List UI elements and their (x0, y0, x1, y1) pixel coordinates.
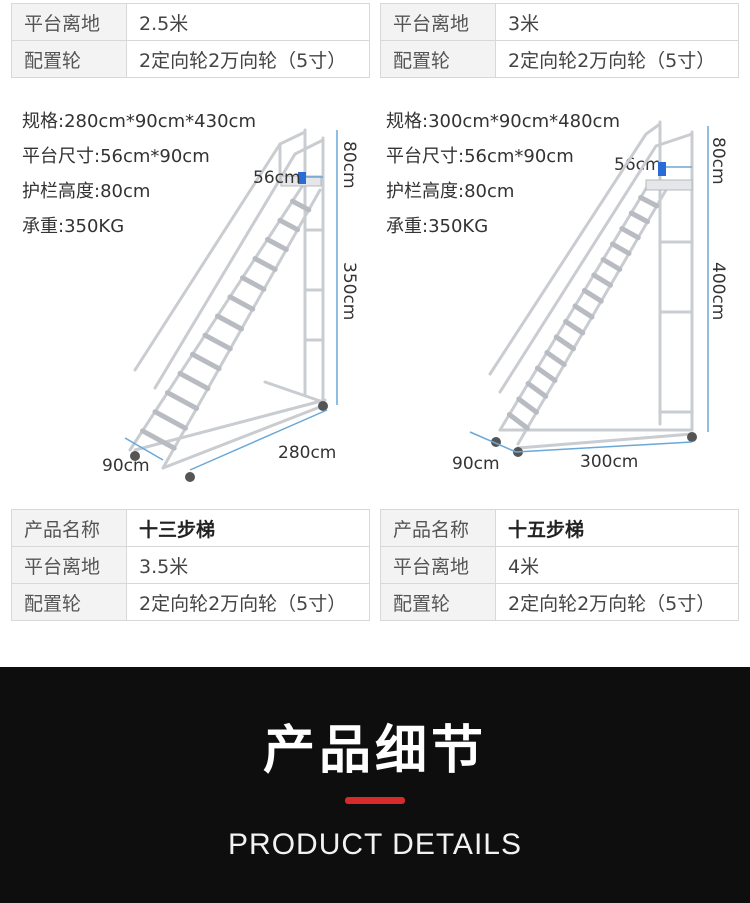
ladder-step (525, 381, 549, 399)
product-table-15-step: 产品名称 十五步梯 平台离地 4米 配置轮 2定向轮2万向轮（5寸） (380, 509, 739, 621)
table-value: 2定向轮2万向轮（5寸） (495, 583, 739, 621)
table-label: 配置轮 (380, 40, 496, 78)
table-label: 平台离地 (380, 3, 496, 41)
ladder-step (591, 272, 613, 288)
table-label: 产品名称 (11, 509, 127, 547)
table-label: 配置轮 (380, 583, 496, 621)
ladder-step (516, 396, 539, 415)
ladder-step (506, 412, 530, 431)
product-name: 十五步梯 (495, 509, 739, 547)
table-row: 产品名称 十三步梯 (11, 509, 370, 547)
ladder-step (240, 275, 267, 292)
product-name: 十三步梯 (126, 509, 370, 547)
dim-depth: 90cm (102, 456, 150, 476)
ladder-13-step-illustration (124, 128, 338, 482)
product-specs-13-step: 规格:280cm*90cm*430cm 平台尺寸:56cm*90cm 护栏高度:… (22, 104, 256, 244)
table-value: 3米 (495, 3, 739, 41)
table-row: 平台离地 4米 (380, 546, 739, 584)
spec-size: 规格:300cm*90cm*480cm (386, 111, 620, 132)
table-label: 平台离地 (11, 546, 127, 584)
dim-platform-width: 56cm (253, 168, 301, 188)
ladder-step (290, 198, 312, 213)
ladder-step (600, 257, 623, 272)
table-row: 平台离地 3.5米 (11, 546, 370, 584)
spec-load: 承重:350KG (22, 216, 125, 237)
spec-platform-size: 平台尺寸:56cm*90cm (22, 146, 210, 167)
ladder-step (252, 256, 278, 272)
table-label: 平台离地 (11, 3, 127, 41)
spec-size: 规格:280cm*90cm*430cm (22, 111, 256, 132)
top-spec-table-left: 平台离地 2.5米 配置轮 2定向轮2万向轮（5寸） (11, 3, 370, 78)
dim-rail-height: 80cm (339, 141, 359, 189)
product-table-13-step: 产品名称 十三步梯 平台离地 3.5米 配置轮 2定向轮2万向轮（5寸） (11, 509, 370, 621)
dim-height: 350cm (339, 262, 359, 320)
table-value: 4米 (495, 546, 739, 584)
spec-load: 承重:350KG (386, 216, 489, 237)
table-value: 2定向轮2万向轮（5寸） (126, 40, 370, 78)
section-banner (0, 667, 750, 903)
table-label: 配置轮 (11, 40, 127, 78)
ladder-step (581, 288, 604, 304)
table-label: 配置轮 (11, 583, 127, 621)
ladder-step (215, 313, 244, 332)
table-row: 产品名称 十五步梯 (380, 509, 739, 547)
table-value: 2定向轮2万向轮（5寸） (495, 40, 739, 78)
table-value: 2定向轮2万向轮（5寸） (126, 583, 370, 621)
ladder-step (535, 365, 558, 383)
ladder-step (553, 334, 576, 352)
ladder-step (177, 370, 211, 392)
ladder-step (165, 390, 200, 411)
ladder-step (544, 350, 567, 368)
product-specs-15-step: 规格:300cm*90cm*480cm 平台尺寸:56cm*90cm 护栏高度:… (386, 104, 620, 244)
ladder-step (227, 294, 256, 312)
table-row: 平台离地 2.5米 (11, 3, 370, 41)
table-label: 产品名称 (380, 509, 496, 547)
table-row: 配置轮 2定向轮2万向轮（5寸） (380, 583, 739, 621)
table-row: 配置轮 2定向轮2万向轮（5寸） (11, 40, 370, 78)
ladder-step (628, 210, 650, 225)
ladder-step (610, 241, 632, 256)
top-spec-table-right: 平台离地 3米 配置轮 2定向轮2万向轮（5寸） (380, 3, 739, 78)
dim-rail-height: 80cm (708, 137, 728, 185)
section-title-en: PRODUCT DETAILS (228, 828, 522, 861)
dim-length: 300cm (580, 452, 638, 472)
ladder-step (638, 195, 660, 209)
table-row: 配置轮 2定向轮2万向轮（5寸） (380, 40, 739, 78)
table-row: 配置轮 2定向轮2万向轮（5寸） (11, 583, 370, 621)
dim-platform-width: 56cm (614, 155, 662, 175)
dim-height: 400cm (708, 262, 728, 320)
section-title-zh: 产品细节 (262, 721, 487, 781)
table-value: 2.5米 (126, 3, 370, 41)
ladder-step (202, 332, 233, 352)
table-value: 3.5米 (126, 546, 370, 584)
ladder-step (572, 303, 595, 320)
ladder-step (190, 351, 222, 372)
dim-length: 280cm (278, 443, 336, 463)
spec-rail-height: 护栏高度:80cm (386, 181, 515, 202)
ladder-step (563, 319, 586, 336)
table-row: 平台离地 3米 (380, 3, 739, 41)
ladder-step (140, 428, 177, 451)
ladder-step (152, 409, 188, 431)
table-label: 平台离地 (380, 546, 496, 584)
ladder-step (277, 217, 301, 233)
spec-rail-height: 护栏高度:80cm (22, 181, 151, 202)
ladder-15-step-illustration (469, 120, 709, 457)
ladder-step (265, 236, 289, 253)
dim-depth: 90cm (452, 454, 500, 474)
ladder-step (619, 226, 641, 241)
accent-divider (345, 797, 405, 804)
spec-platform-size: 平台尺寸:56cm*90cm (386, 146, 574, 167)
